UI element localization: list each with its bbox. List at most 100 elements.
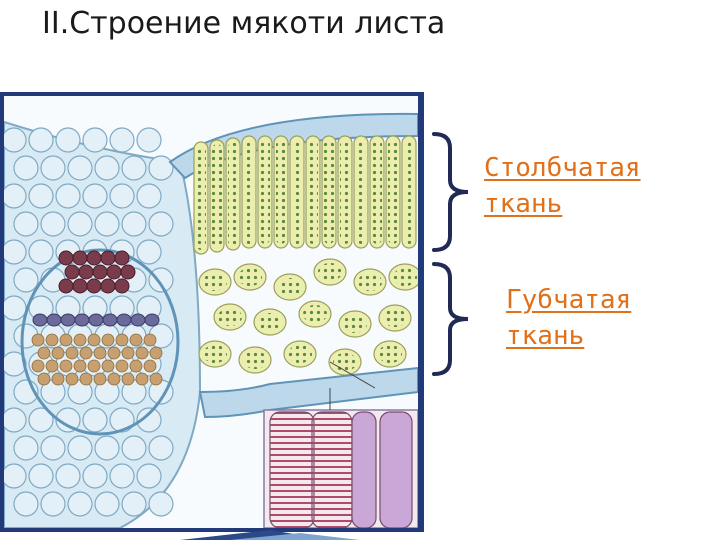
- chloroplasts: [393, 268, 417, 286]
- ground-tissue-cell: [4, 239, 27, 265]
- ground-tissue-cell: [109, 407, 135, 433]
- ground-tissue-cell: [40, 211, 66, 237]
- ground-tissue-cell: [4, 295, 27, 321]
- ground-tissue-cell: [121, 211, 147, 237]
- ground-tissue-cell: [121, 155, 147, 181]
- ground-tissue-cell: [109, 127, 135, 153]
- bundle-cell: [45, 333, 59, 347]
- leaf-cross-section-figure: [0, 92, 424, 532]
- ground-tissue-cell: [136, 127, 162, 153]
- chloroplasts: [218, 308, 242, 326]
- ground-tissue-cell: [67, 211, 93, 237]
- ground-tissue-cell: [67, 435, 93, 461]
- ground-tissue-cell: [82, 183, 108, 209]
- ground-tissue-cell: [55, 183, 81, 209]
- ground-tissue-cell: [28, 239, 54, 265]
- chloroplasts: [238, 268, 262, 286]
- bundle-cell: [79, 346, 93, 360]
- bundle-cell: [37, 372, 51, 386]
- ground-tissue-cell: [136, 239, 162, 265]
- bundle-cell: [93, 372, 107, 386]
- bundle-cell: [135, 372, 149, 386]
- chloroplasts: [203, 345, 227, 363]
- slide-title: II.Строение мякоти листа: [42, 6, 446, 41]
- bundle-cell: [45, 359, 59, 373]
- phloem-cell: [102, 313, 118, 327]
- vessel: [269, 411, 315, 528]
- bundle-cell: [65, 346, 79, 360]
- xylem-vessel: [100, 250, 116, 266]
- chloroplasts: [276, 140, 286, 244]
- ground-tissue-cell: [94, 491, 120, 517]
- xylem-vessel: [72, 278, 88, 294]
- chloroplasts: [358, 273, 382, 291]
- vessel: [351, 411, 377, 528]
- ground-tissue-cell: [148, 155, 174, 181]
- bundle-cell: [143, 359, 157, 373]
- bundle-cell: [59, 333, 73, 347]
- ground-tissue-cell: [94, 211, 120, 237]
- xylem-vessel: [106, 264, 122, 280]
- ground-tissue-cell: [40, 435, 66, 461]
- xylem-vessel: [58, 250, 74, 266]
- chloroplasts: [260, 140, 270, 244]
- phloem-cell: [60, 313, 76, 327]
- palisade-tissue-label[interactable]: Столбчатая ткань: [484, 153, 641, 219]
- ground-tissue-cell: [82, 407, 108, 433]
- ground-tissue-cell: [28, 127, 54, 153]
- ground-tissue-cell: [55, 463, 81, 489]
- chloroplasts: [203, 273, 227, 291]
- bundle-cell: [51, 346, 65, 360]
- bundle-cell: [59, 359, 73, 373]
- phloem-cell: [130, 313, 146, 327]
- ground-tissue-cell: [121, 491, 147, 517]
- ground-tissue-cell: [55, 407, 81, 433]
- ground-tissue-cell: [148, 267, 174, 293]
- chloroplasts: [308, 140, 318, 244]
- bundle-cell: [115, 333, 129, 347]
- ground-tissue-cell: [94, 379, 120, 405]
- ground-tissue-cell: [40, 155, 66, 181]
- bundle-cell: [101, 359, 115, 373]
- bundle-cell: [149, 372, 163, 386]
- chloroplasts: [278, 278, 302, 296]
- ground-tissue-cell: [55, 127, 81, 153]
- bundle-cell: [107, 346, 121, 360]
- chloroplasts: [243, 351, 267, 369]
- xylem-vessel: [86, 250, 102, 266]
- ground-tissue-cell: [109, 463, 135, 489]
- phloem-cell: [116, 313, 132, 327]
- ground-tissue-cell: [13, 267, 39, 293]
- ground-tissue-cell: [136, 407, 162, 433]
- bundle-cell: [87, 333, 101, 347]
- bundle-cell: [143, 333, 157, 347]
- ground-tissue-cell: [82, 127, 108, 153]
- phloem-cell: [74, 313, 90, 327]
- bundle-cell: [115, 359, 129, 373]
- ground-tissue-cell: [28, 183, 54, 209]
- bundle-cell: [129, 333, 143, 347]
- leaf-cross-section-illustration: [0, 92, 424, 532]
- ground-tissue-cell: [148, 211, 174, 237]
- bundle-cell: [149, 346, 163, 360]
- chloroplasts: [324, 140, 334, 244]
- ground-tissue-cell: [136, 183, 162, 209]
- chloroplasts: [196, 146, 206, 250]
- ground-tissue-cell: [4, 127, 27, 153]
- ground-tissue-cell: [136, 463, 162, 489]
- chloroplasts: [378, 345, 402, 363]
- ground-tissue-cell: [13, 155, 39, 181]
- ground-tissue-cell: [13, 211, 39, 237]
- bundle-cell: [87, 359, 101, 373]
- bundle-cell: [129, 359, 143, 373]
- bundle-cell: [31, 333, 45, 347]
- xylem-vessel: [58, 278, 74, 294]
- bundle-cell: [73, 359, 87, 373]
- spongy-tissue-label[interactable]: Губчатая ткань: [506, 285, 632, 351]
- chloroplasts: [340, 140, 350, 244]
- bundle-cell: [135, 346, 149, 360]
- curly-brace-icon: [432, 262, 469, 376]
- ground-tissue-cell: [4, 351, 27, 377]
- ground-tissue-cell: [82, 463, 108, 489]
- chloroplasts: [356, 140, 366, 244]
